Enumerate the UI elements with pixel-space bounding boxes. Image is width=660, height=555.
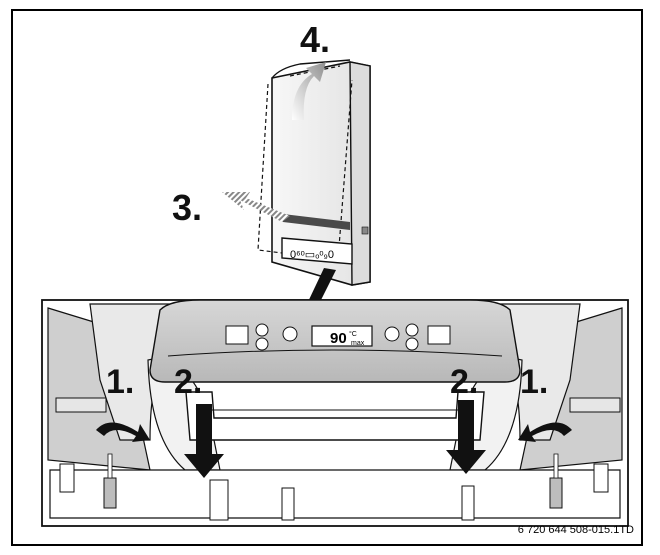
step-1-right-label: 1. xyxy=(520,363,549,401)
lift-up-arrow-icon xyxy=(292,62,326,120)
display-unit: °C xyxy=(349,330,357,338)
step-3-label: 3. xyxy=(172,187,203,228)
push-down-left-arrow-icon xyxy=(184,404,224,478)
rotate-left-arrow-icon xyxy=(96,422,150,442)
detail-panel xyxy=(41,299,629,527)
display-value: 90 xyxy=(330,330,347,347)
step-4-label: 4. xyxy=(300,19,331,60)
screw-right-icon xyxy=(549,453,563,509)
document-reference: 6 720 644 508-015.1TD xyxy=(517,524,634,536)
boiler-unit xyxy=(257,59,371,306)
push-down-right-arrow-icon xyxy=(446,400,486,474)
tilt-forward-arrow-icon xyxy=(222,192,290,222)
rotate-right-arrow-icon xyxy=(518,422,572,442)
step-1-left-label: 1. xyxy=(106,363,135,401)
display-max-label: max xyxy=(351,340,365,347)
step-2-right-label: 2. xyxy=(450,363,479,401)
screw-left-icon xyxy=(103,453,117,509)
diagram-frame xyxy=(11,9,643,546)
boiler-panel-code: 0⁶ᵒ▭ₒᵒ₉0 xyxy=(290,249,334,261)
step-2-left-label: 2. xyxy=(174,363,203,401)
